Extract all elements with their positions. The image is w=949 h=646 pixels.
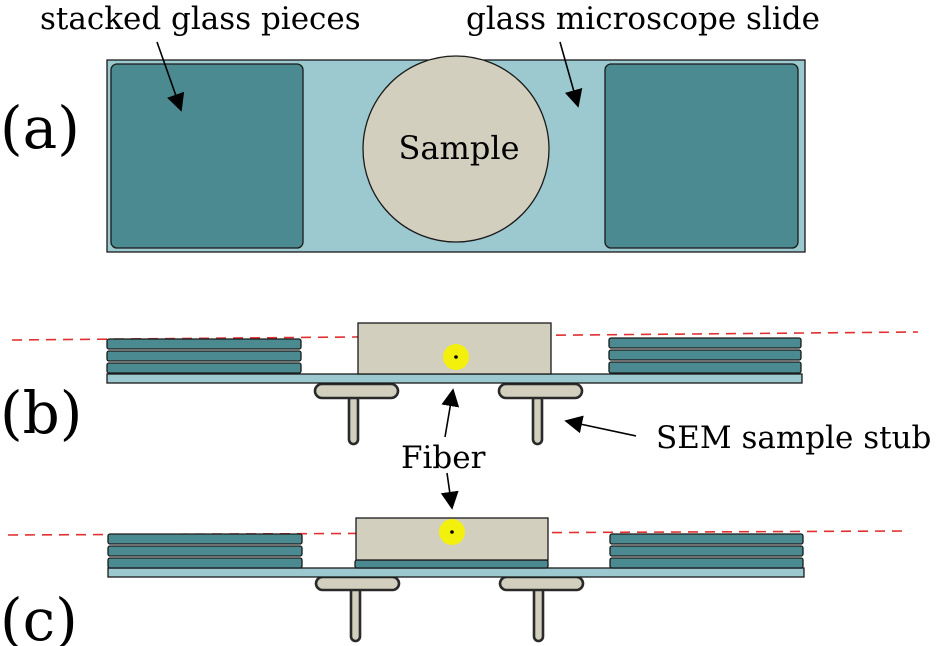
glass-piece-b-left-3 bbox=[106, 362, 302, 374]
glass-piece-b-left-2 bbox=[106, 350, 302, 362]
panel-label-c: (c) bbox=[0, 586, 78, 646]
stub-head-left-c bbox=[314, 575, 401, 592]
glass-piece-c-right-1 bbox=[609, 533, 804, 545]
fiber-arrow-down bbox=[440, 472, 459, 510]
stacked-glass-left-top bbox=[110, 63, 304, 249]
glass-piece-c-under-sample bbox=[354, 559, 549, 569]
microscope-slide-side-c bbox=[107, 567, 805, 578]
fiber-level-line-b bbox=[11, 331, 919, 341]
glass-piece-c-left-1 bbox=[107, 533, 303, 545]
glass-piece-b-right-3 bbox=[608, 361, 802, 374]
stacked-glass-right-top bbox=[604, 63, 799, 249]
glass-piece-c-right-2 bbox=[609, 545, 804, 557]
fiber-core-c bbox=[450, 530, 454, 534]
slide-arrow bbox=[559, 41, 583, 108]
fiber-arrow-up bbox=[441, 388, 460, 438]
glass-piece-c-left-3 bbox=[107, 557, 303, 569]
sample-disc bbox=[362, 55, 550, 243]
panel-label-a: (a) bbox=[0, 94, 80, 162]
stub-head-right-b bbox=[497, 382, 584, 400]
glass-piece-b-right-1 bbox=[608, 337, 802, 349]
stub-pin-right-b bbox=[531, 394, 544, 446]
fiber-label: Fiber bbox=[401, 440, 486, 476]
microscope-slide-side-b bbox=[106, 373, 803, 384]
glass-piece-b-right-2 bbox=[608, 349, 802, 361]
panel-b-side-view bbox=[11, 322, 919, 446]
sample-label: Sample bbox=[399, 129, 520, 167]
glass-piece-b-left-1 bbox=[106, 338, 302, 350]
stub-head-right-c bbox=[498, 575, 585, 592]
fiber-core-b bbox=[454, 355, 458, 359]
slide-label: glass microscope slide bbox=[466, 1, 820, 37]
panel-c-side-view bbox=[7, 517, 905, 643]
stacked-glass-label: stacked glass pieces bbox=[40, 1, 361, 37]
panel-label-b: (b) bbox=[0, 379, 82, 447]
stub-pin-right-c bbox=[532, 585, 545, 643]
stub-pin-left-c bbox=[349, 585, 362, 643]
panel-a-top-view: Sample bbox=[106, 55, 806, 253]
glass-piece-c-left-2 bbox=[107, 545, 303, 557]
stub-pin-left-b bbox=[347, 394, 360, 446]
stacked-glass-arrow bbox=[156, 41, 185, 112]
glass-piece-c-right-3 bbox=[609, 557, 804, 569]
stub-label: SEM sample stub bbox=[656, 420, 931, 456]
stub-head-left-b bbox=[313, 382, 400, 400]
stub-arrow bbox=[564, 415, 637, 437]
